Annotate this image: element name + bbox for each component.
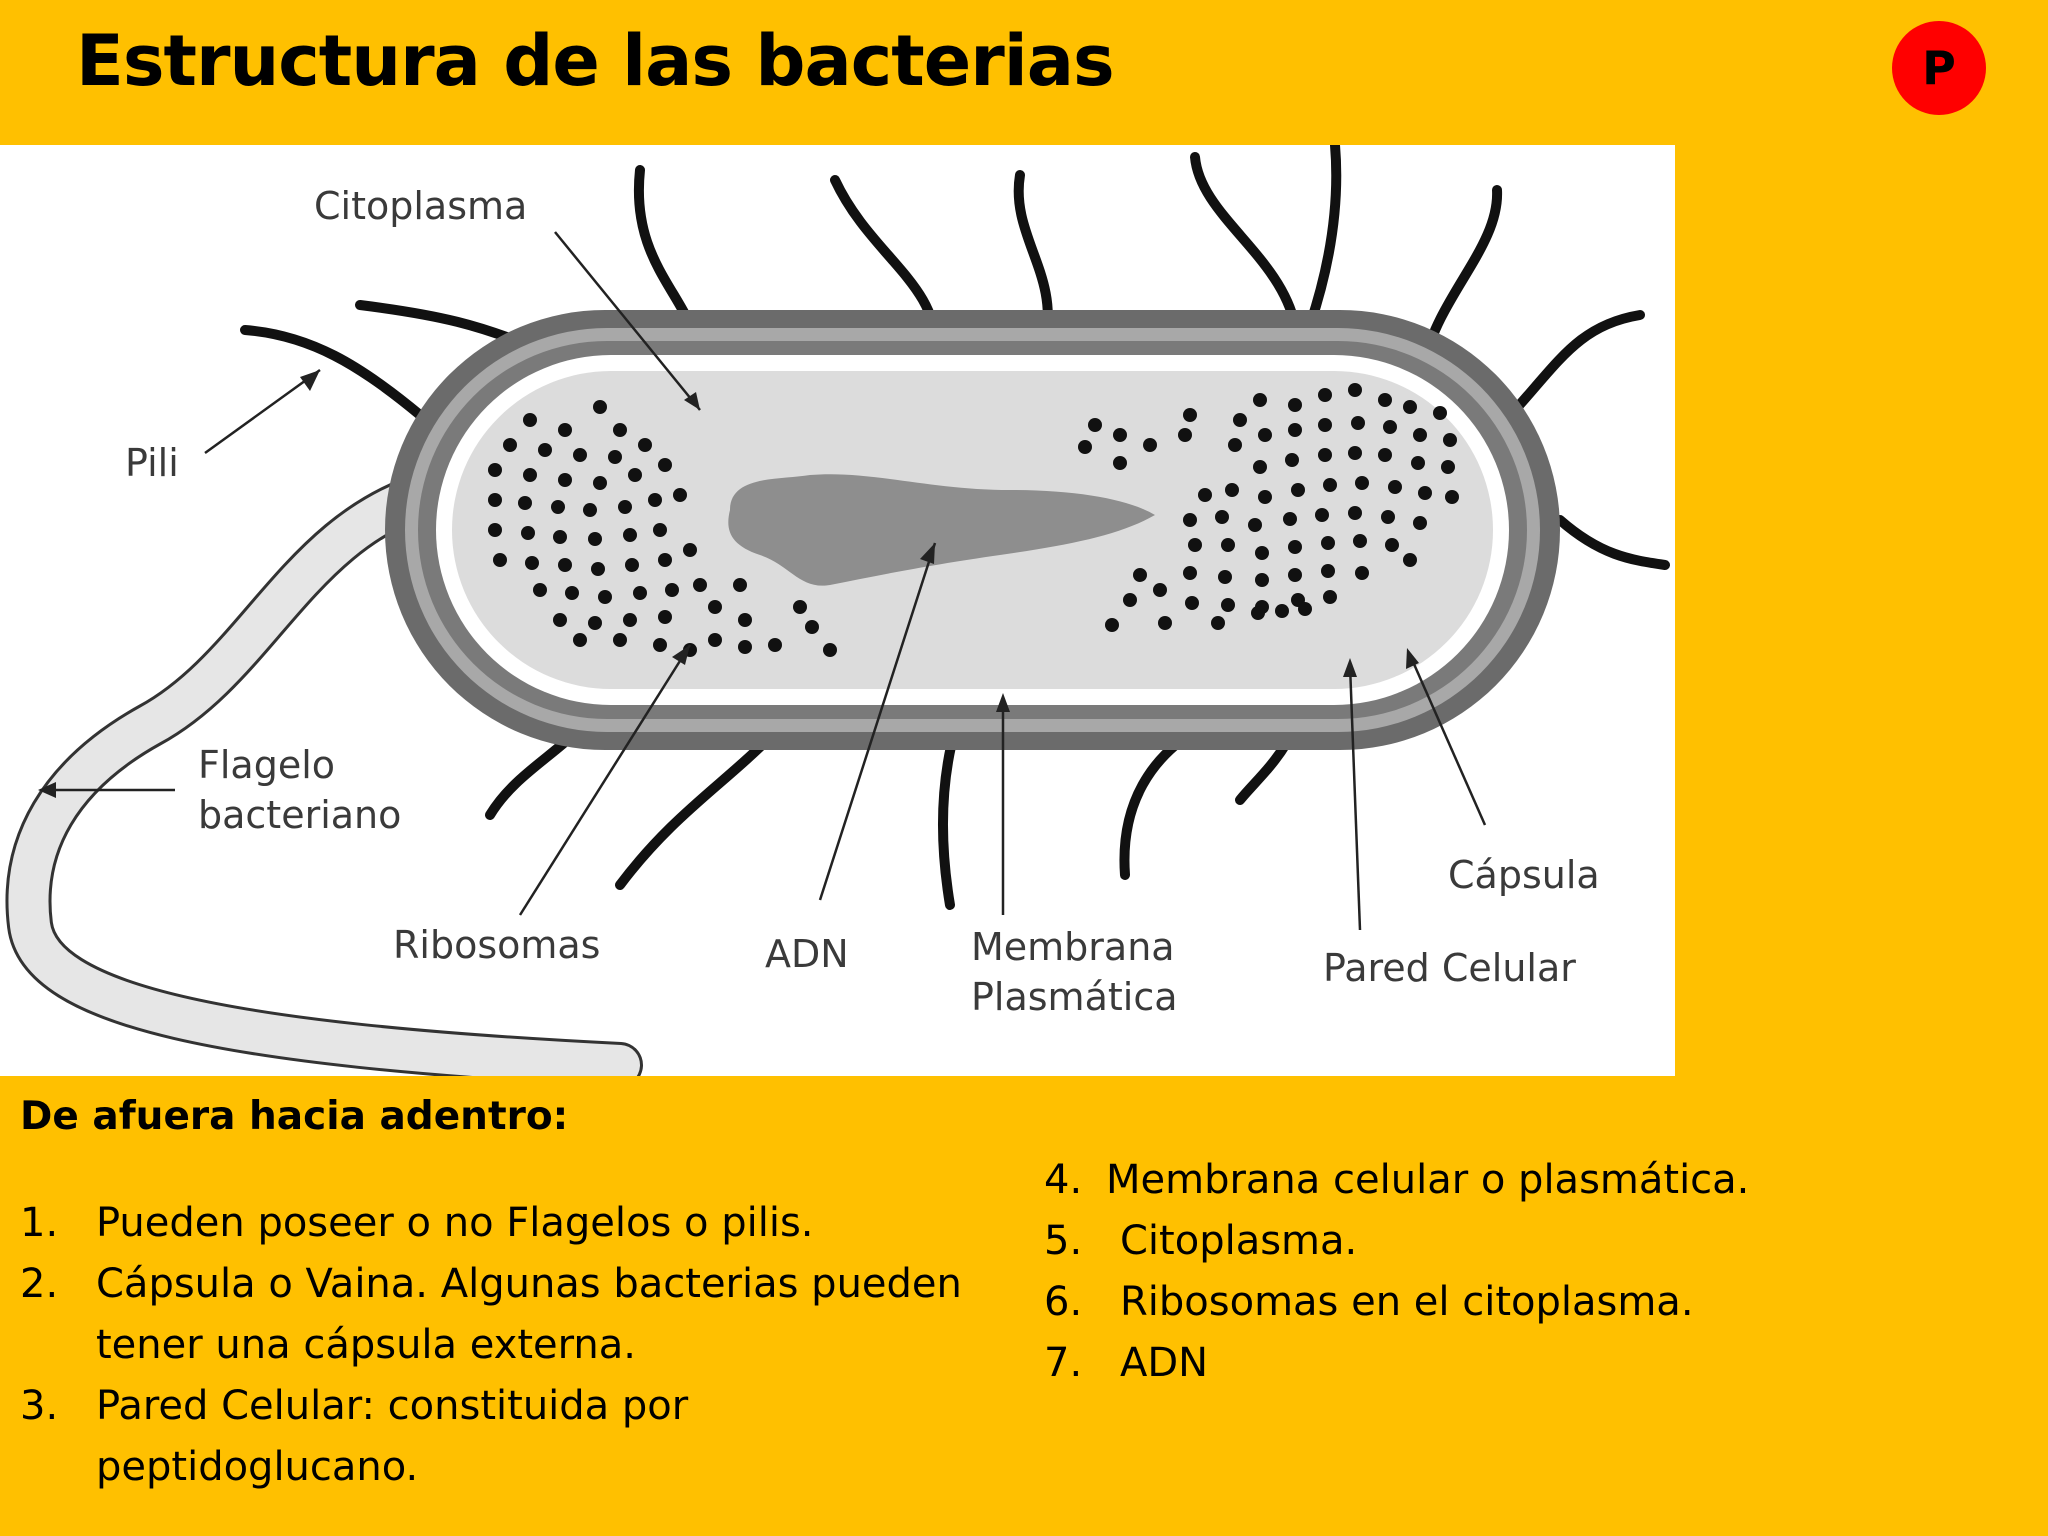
list-number: 5. (1044, 1218, 1083, 1264)
list-number: 3. (20, 1383, 59, 1429)
label-adn: ADN (765, 932, 849, 976)
label-capsula: Cápsula (1448, 853, 1600, 897)
label-citoplasma: Citoplasma (314, 184, 528, 228)
bacteria-illustration (5, 145, 1670, 1076)
red-circle-badge: P (1892, 21, 1986, 115)
list-item: 7. ADN (1044, 1333, 2034, 1394)
label-flagelo: Flagelo (198, 743, 336, 787)
list-number: 6. (1044, 1279, 1083, 1325)
label-bacteriano: bacteriano (198, 793, 402, 837)
label-pili: Pili (125, 441, 179, 485)
list-number: 4. (1044, 1157, 1083, 1203)
numbered-list-2: 4. Membrana celular o plasmática. 5. Cit… (1044, 1150, 2034, 1394)
list-number: 1. (20, 1200, 59, 1246)
list-text: Pueden poseer o no Flagelos o pilis. (96, 1200, 814, 1246)
list-text: Membrana celular o plasmática. (1106, 1157, 1750, 1203)
list-number: 2. (20, 1261, 59, 1307)
label-membrana: Membrana (971, 925, 1175, 969)
list-item: 4. Membrana celular o plasmática. (1044, 1150, 2034, 1211)
bacteria-diagram: Citoplasma Pili Flagelo bacteriano Ribos… (0, 145, 1675, 1076)
list-right-column: 4. Membrana celular o plasmática. 5. Cit… (1044, 1150, 2034, 1394)
list-number: 7. (1044, 1340, 1083, 1386)
list-item: 3. Pared Celular: constituida por peptid… (20, 1376, 1010, 1498)
list-item: 5. Citoplasma. (1044, 1211, 2034, 1272)
list-left-column: De afuera hacia adentro: 1. Pueden posee… (20, 1094, 1010, 1498)
list-text: Pared Celular: constituida por peptidogl… (96, 1383, 689, 1490)
list-item: 1. Pueden poseer o no Flagelos o pilis. (20, 1193, 1010, 1254)
label-plasmatica: Plasmática (971, 975, 1178, 1019)
ribosomes (488, 383, 1459, 657)
list-text: Citoplasma. (1120, 1218, 1358, 1264)
list-item: 6. Ribosomas en el citoplasma. (1044, 1272, 2034, 1333)
arrow-heads (38, 370, 1419, 798)
slide-title: Estructura de las bacterias (76, 20, 1115, 102)
list-text: Ribosomas en el citoplasma. (1120, 1279, 1694, 1325)
numbered-list-1: 1. Pueden poseer o no Flagelos o pilis. … (20, 1193, 1010, 1498)
list-text: Cápsula o Vaina. Algunas bacterias puede… (96, 1261, 962, 1368)
label-ribosomas: Ribosomas (393, 923, 601, 967)
list-text: ADN (1120, 1340, 1209, 1386)
intro-heading: De afuera hacia adentro: (20, 1094, 569, 1139)
flagellum (5, 467, 643, 1076)
list-item: 2. Cápsula o Vaina. Algunas bacterias pu… (20, 1254, 1010, 1376)
label-pared-celular: Pared Celular (1323, 946, 1576, 990)
dna-nucleoid (728, 474, 1155, 586)
leader-arrows (45, 231, 1487, 931)
